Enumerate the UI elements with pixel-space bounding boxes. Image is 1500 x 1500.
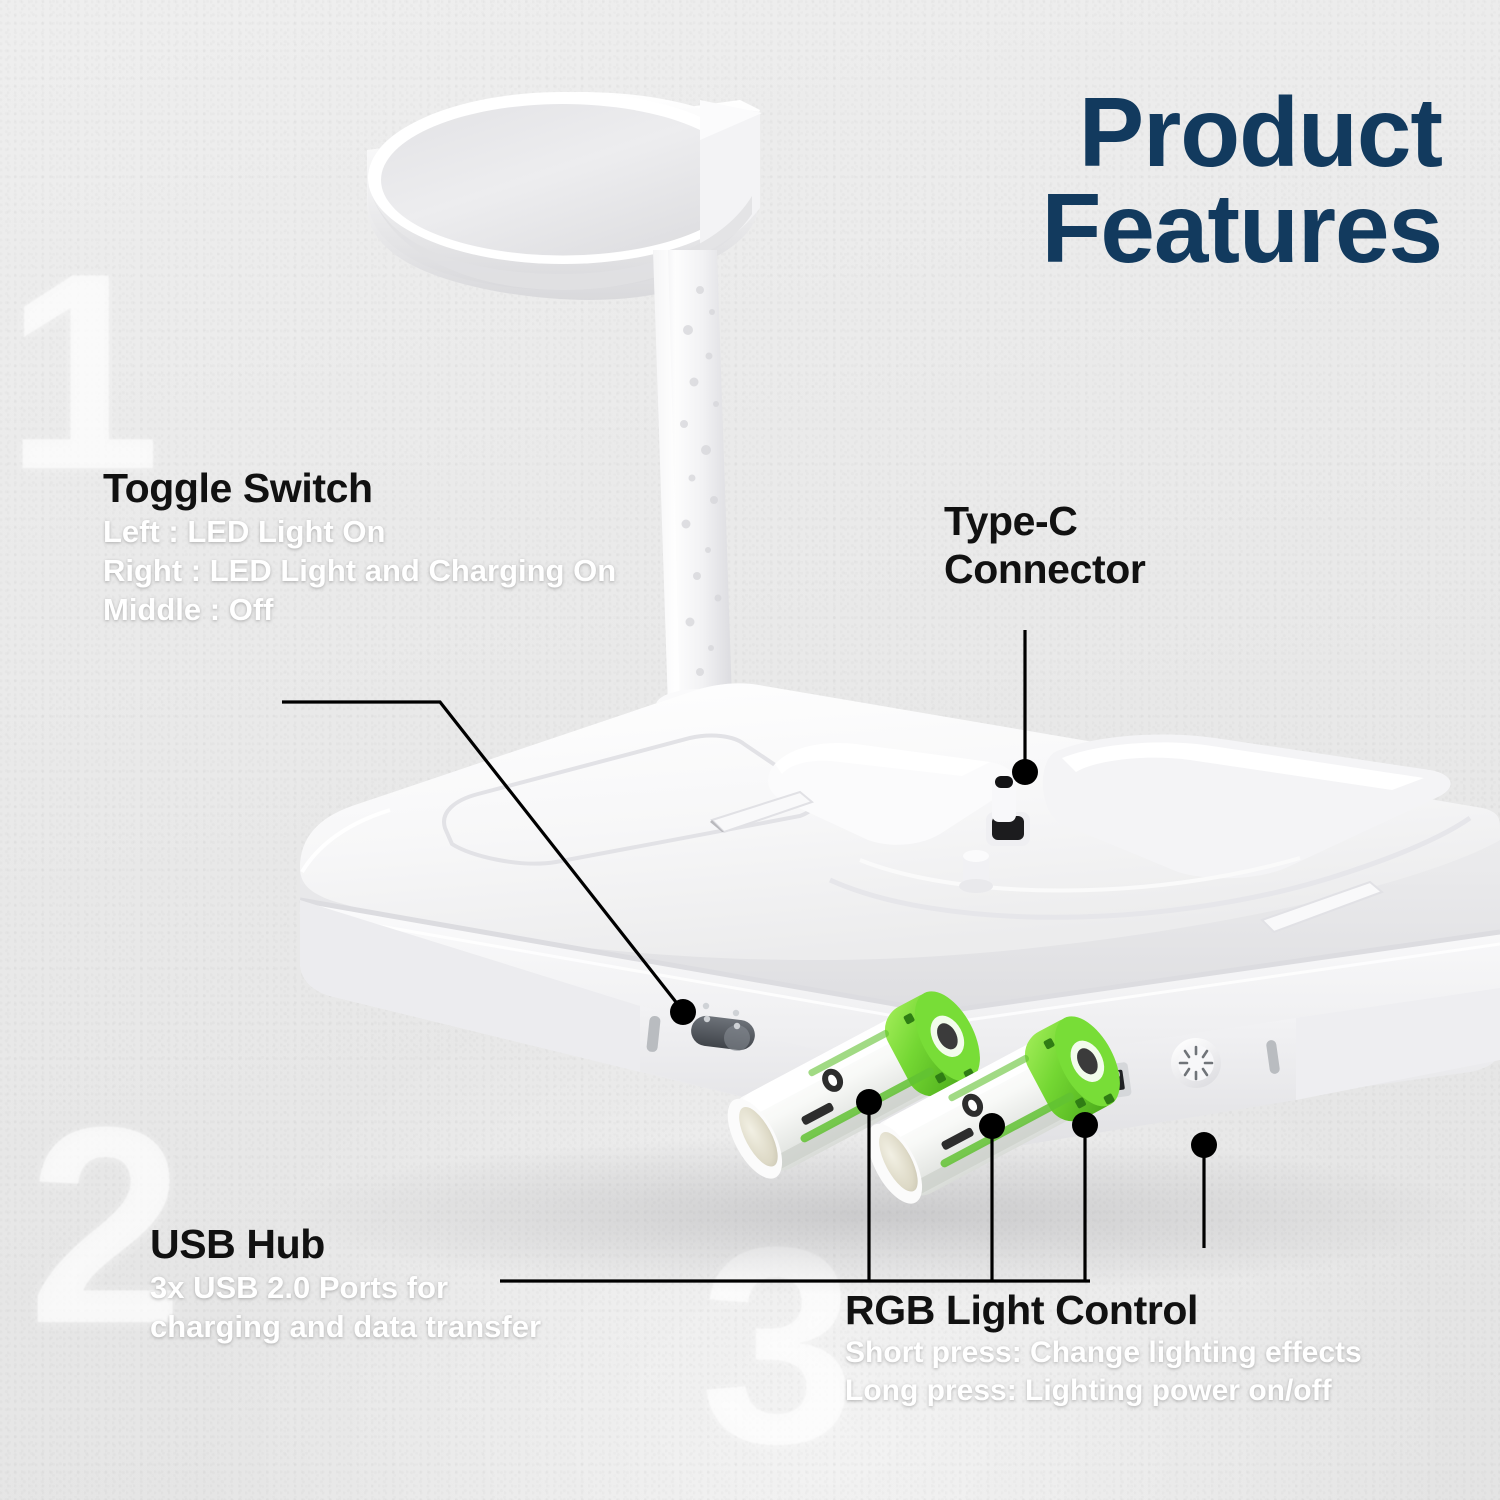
- leader-type-c: [1012, 630, 1038, 785]
- page-title: Product Features: [1041, 77, 1443, 284]
- callout-line-toggle-right: Right : LED Light and Charging On: [103, 552, 617, 588]
- alignment-post: [959, 850, 993, 893]
- lamp-head: [367, 92, 762, 300]
- rgb-light-button[interactable]: [1171, 1038, 1221, 1088]
- callout-line-rgb-long-press: Long press: Lighting power on/off: [845, 1373, 1332, 1407]
- callout-type-c-connector: Type-C Connector: [944, 497, 1146, 594]
- callout-title-rgb-light-control: RGB Light Control: [845, 1287, 1199, 1333]
- callout-rgb-light-control: RGB Light Control Short press: Change li…: [845, 1287, 1362, 1410]
- callout-title-usb-hub: USB Hub: [150, 1221, 325, 1267]
- callout-title-toggle-switch: Toggle Switch: [103, 465, 373, 511]
- page-title-line-1: Product: [1078, 77, 1443, 187]
- battery-left: [727, 991, 980, 1179]
- callout-title-type-c-line-2: Connector: [944, 546, 1146, 593]
- callout-line-rgb-short-press: Short press: Change lighting effects: [845, 1335, 1362, 1369]
- callout-line-usb-2: charging and data transfer: [150, 1308, 542, 1344]
- page-title-line-2: Features: [1041, 173, 1443, 284]
- callout-line-usb-1: 3x USB 2.0 Ports for: [150, 1269, 449, 1305]
- callout-title-type-c-line-1: Type-C: [944, 498, 1078, 544]
- leader-usb-hub: [500, 1089, 1098, 1283]
- leader-rgb-light-control: [1191, 1132, 1217, 1248]
- callout-usb-hub: USB Hub 3x USB 2.0 Ports for charging an…: [150, 1221, 542, 1346]
- dock-upper-plate: [300, 683, 1500, 1012]
- callout-line-toggle-middle: Middle : Off: [103, 592, 274, 627]
- callout-line-toggle-left: Left : LED Light On: [103, 513, 386, 549]
- leader-toggle-switch: [282, 700, 696, 1025]
- type-c-connector-tab: [986, 776, 1030, 846]
- callout-toggle-switch: Toggle Switch Left : LED Light On Right …: [103, 465, 617, 629]
